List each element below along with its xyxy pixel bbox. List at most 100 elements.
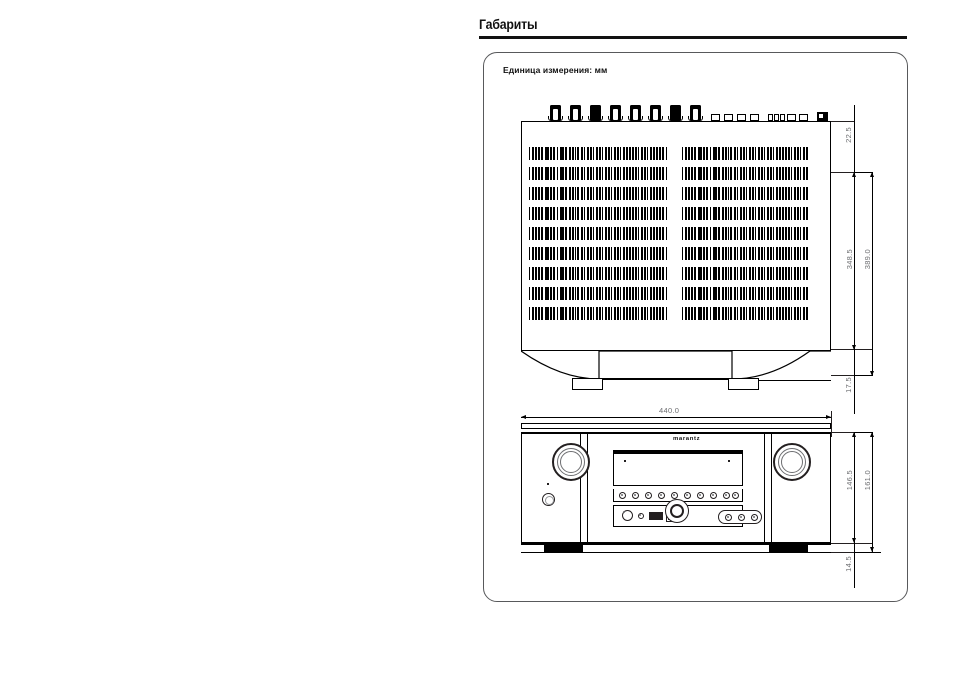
dim-arrow-up (851, 432, 856, 437)
mode-button[interactable] (738, 514, 745, 521)
input-selector-knob[interactable] (552, 443, 590, 481)
rear-connector-small (774, 114, 779, 121)
function-button[interactable] (723, 492, 730, 499)
vent-row (682, 227, 810, 240)
front-top-edge-2 (521, 428, 831, 430)
speaker-terminal (590, 105, 601, 120)
vent-row (529, 147, 669, 160)
vent-row (529, 287, 669, 300)
function-button[interactable] (645, 492, 652, 499)
brand-logo: marantz (673, 436, 701, 442)
vent-row (682, 187, 810, 200)
unit-of-measure-label: Единица измерения: мм (503, 65, 608, 75)
vent-row (529, 227, 669, 240)
display-dot (728, 460, 730, 462)
front-ground-line (521, 552, 881, 553)
dim-label-front-foot-height: 14.5 (844, 556, 853, 572)
front-top-edge (521, 423, 831, 425)
vent-row (529, 207, 669, 220)
extension-line (831, 552, 873, 553)
dim-label-front-panel-height: 146.5 (845, 470, 854, 491)
dim-arrow-up (869, 172, 874, 177)
vent-row (529, 267, 669, 280)
dimensions-diagram-panel: Единица измерения: мм (483, 52, 908, 602)
speaker-terminal (670, 105, 681, 120)
rear-connector-small (780, 114, 785, 121)
front-top-right-cap (830, 423, 832, 429)
mode-button[interactable] (751, 514, 758, 521)
front-top-left-cap (521, 423, 523, 429)
dim-arrow-down (851, 538, 856, 543)
dim-label-overall-height: 161.0 (863, 470, 872, 491)
dimension-line-front-panel-height (854, 432, 856, 543)
power-indicator-led (547, 483, 549, 485)
function-button[interactable] (632, 492, 639, 499)
function-button[interactable] (732, 492, 739, 499)
power-inlet-icon (817, 112, 828, 121)
speaker-terminal (630, 105, 641, 120)
rear-connector (787, 114, 796, 121)
vent-row (682, 207, 810, 220)
rear-base-line (603, 378, 728, 380)
rear-bottom-curve (521, 350, 831, 380)
speaker-terminal (550, 105, 561, 120)
function-button[interactable] (697, 492, 704, 499)
dimension-line-rear-foot (854, 350, 855, 414)
dim-tick (854, 432, 873, 434)
vent-row (529, 187, 669, 200)
rear-foot-right (728, 378, 759, 390)
speaker-terminal (610, 105, 621, 120)
rear-ground-line (759, 380, 831, 381)
speaker-terminal (690, 105, 701, 120)
dim-label-front-width: 440.0 (659, 406, 680, 415)
navigation-knob[interactable] (665, 499, 689, 523)
dim-label-body-height: 348.5 (845, 249, 854, 270)
dimension-line-front-foot (854, 543, 855, 588)
rear-connector (737, 114, 746, 121)
extension-line (831, 121, 854, 122)
setup-mic-jack[interactable] (638, 513, 644, 519)
dimension-line-front-width (521, 417, 831, 419)
dimension-line-overall-depth (872, 172, 874, 376)
vent-row (682, 307, 810, 320)
usb-port[interactable] (649, 512, 663, 520)
vent-row (529, 167, 669, 180)
volume-knob[interactable] (773, 443, 811, 481)
front-foot-left (544, 545, 583, 552)
vent-row (682, 287, 810, 300)
rear-foot-left (572, 378, 603, 390)
speaker-terminal (570, 105, 581, 120)
function-button[interactable] (684, 492, 691, 499)
dimension-line-body-height (854, 172, 856, 350)
function-button[interactable] (658, 492, 665, 499)
dim-label-rear-foot-height: 17.5 (844, 377, 853, 393)
rear-connector (711, 114, 720, 121)
front-foot-right (769, 545, 808, 552)
rear-connector (724, 114, 733, 121)
rear-side-panel (809, 121, 831, 351)
rear-top-view (521, 105, 831, 390)
mode-button[interactable] (725, 514, 732, 521)
speaker-terminal (650, 105, 661, 120)
dim-arrow-right (826, 414, 831, 419)
function-button[interactable] (671, 492, 678, 499)
extension-line (831, 411, 832, 437)
dim-tick (854, 552, 873, 554)
vent-row (682, 167, 810, 180)
dimension-line-overall-height (872, 432, 874, 552)
dim-label-top-clearance: 22.5 (844, 127, 853, 143)
mode-button-group (718, 510, 762, 524)
vent-row (529, 307, 669, 320)
dim-arrow-left (521, 414, 526, 419)
extension-line (831, 375, 873, 376)
dim-label-overall-depth: 389.0 (863, 249, 872, 270)
extension-line (831, 543, 873, 544)
power-button[interactable] (542, 493, 555, 506)
vent-row (529, 247, 669, 260)
title-divider (479, 36, 907, 39)
front-panel-seam-left-b (587, 432, 588, 543)
rear-connector-small (768, 114, 773, 121)
function-button[interactable] (619, 492, 626, 499)
headphone-jack[interactable] (622, 510, 633, 521)
function-button[interactable] (710, 492, 717, 499)
